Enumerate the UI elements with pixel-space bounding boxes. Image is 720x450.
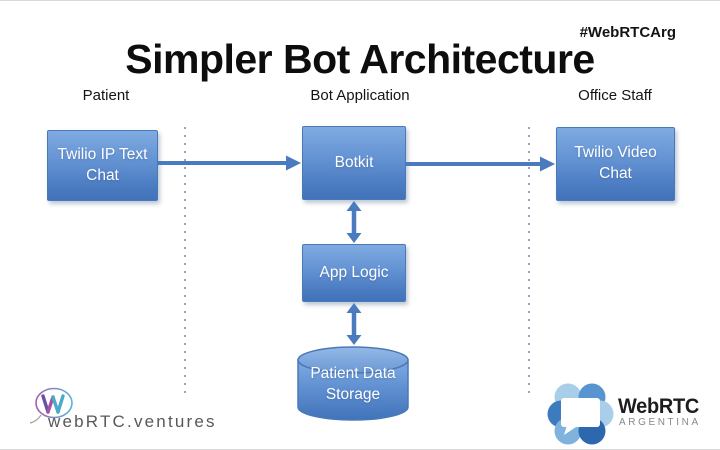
node-label: App Logic (319, 263, 389, 281)
node-label: Twilio Video Chat (574, 144, 657, 182)
database-cylinder-icon (297, 346, 409, 421)
arrow-botkit-to-video-chat (406, 156, 555, 172)
lane-divider-right (528, 127, 530, 395)
arrow-text-chat-to-botkit (158, 155, 301, 171)
webrtc-flower-icon (547, 383, 614, 445)
webrtc-ventures-logo: webRTC.ventures (26, 384, 226, 436)
page-title: Simpler Bot Architecture (125, 36, 595, 82)
arrow-botkit-app-logic (346, 201, 362, 243)
hashtag-label: #WebRTCArg (579, 24, 676, 41)
node-twilio-ip-text-chat: Twilio IP Text Chat (47, 130, 158, 201)
webrtc-argentina-title: WebRTC (618, 395, 700, 418)
speech-bubble-w-icon (29, 387, 73, 424)
webrtc-argentina-subtitle: ARGENTINA (619, 417, 701, 428)
node-botkit: Botkit (302, 126, 406, 200)
lane-divider-left (184, 127, 186, 395)
lane-label-bot-application: Bot Application (310, 87, 410, 104)
node-app-logic: App Logic (302, 244, 406, 302)
lane-label-office-staff: Office Staff (578, 87, 652, 104)
node-label: Patient Data Storage (310, 365, 396, 403)
webrtc-argentina-logo: WebRTC ARGENTINA (547, 378, 699, 448)
node-twilio-video-chat: Twilio Video Chat (556, 127, 675, 201)
lane-label-patient: Patient (82, 87, 130, 104)
node-label: Twilio IP Text Chat (57, 145, 148, 184)
arrow-app-logic-storage (346, 303, 362, 345)
node-label: Botkit (334, 153, 374, 171)
node-patient-data-storage: Patient Data Storage (296, 364, 410, 406)
webrtc-ventures-logo-text: webRTC.ventures (48, 412, 217, 431)
